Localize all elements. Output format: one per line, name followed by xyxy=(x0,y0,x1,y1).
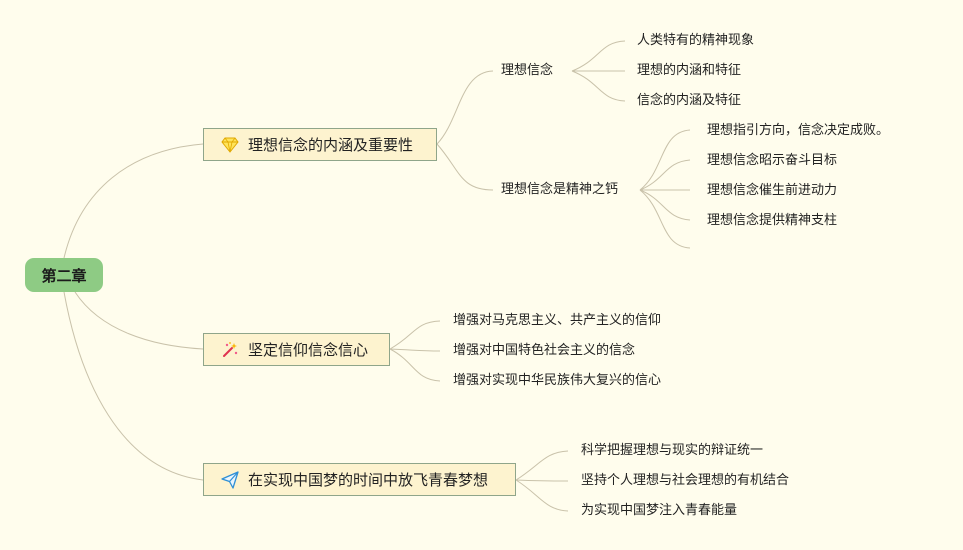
link-sub-2-leaf-4 xyxy=(639,189,691,221)
leaf-1-1-3[interactable]: 信念的内涵及特征 xyxy=(637,93,741,109)
leaf-label: 信念的内涵及特征 xyxy=(637,93,742,108)
leaf-label: 理想信念昭示奋斗目标 xyxy=(707,153,838,168)
branch-node-2[interactable]: 坚定信仰信念信心 xyxy=(203,333,390,366)
leaf-1-1-2[interactable]: 理想的内涵和特征 xyxy=(637,63,741,79)
sub-label-2: 理想信念是精神之钙 xyxy=(501,182,619,197)
branch-node-3[interactable]: 在实现中国梦的时间中放飞青春梦想 xyxy=(203,463,516,496)
link-sub-1-leaf-3 xyxy=(571,70,626,102)
leaf-3-3[interactable]: 为实现中国梦注入青春能量 xyxy=(581,503,737,519)
branch-node-1[interactable]: 理想信念的内涵及重要性 xyxy=(203,128,437,161)
link-branch-3-leaf-1 xyxy=(515,450,569,481)
link-branch-3-leaf-2 xyxy=(515,479,569,482)
leaf-label: 科学把握理想与现实的辩证统一 xyxy=(581,443,764,458)
leaf-1-1-1[interactable]: 人类特有的精神现象 xyxy=(637,33,754,49)
sparkle-wand-icon xyxy=(220,340,240,360)
link-branch-1-sub-1 xyxy=(436,70,494,145)
leaf-label: 为实现中国梦注入青春能量 xyxy=(581,503,738,518)
sub-node-1[interactable]: 理想信念 xyxy=(501,63,553,79)
leaf-3-2[interactable]: 坚持个人理想与社会理想的有机结合 xyxy=(581,473,789,489)
leaf-1-2-2[interactable]: 理想信念昭示奋斗目标 xyxy=(707,153,837,169)
link-branch-2-leaf-2 xyxy=(389,348,441,352)
link-branch-1-sub-2 xyxy=(436,143,494,191)
leaf-label: 理想指引方向，信念决定成败。 xyxy=(707,123,890,138)
root-node[interactable]: 第二章 xyxy=(25,258,103,292)
sub-node-2[interactable]: 理想信念是精神之钙 xyxy=(501,182,618,198)
sub-label-1: 理想信念 xyxy=(501,63,554,78)
leaf-label: 人类特有的精神现象 xyxy=(637,33,755,48)
link-sub-2-leaf-2 xyxy=(639,159,691,191)
link-sub-2-leaf-1 xyxy=(639,129,691,191)
leaf-label: 理想的内涵和特征 xyxy=(637,63,742,78)
branch-label-2: 坚定信仰信念信心 xyxy=(248,341,369,359)
leaf-2-2[interactable]: 增强对中国特色社会主义的信念 xyxy=(453,343,635,359)
leaf-1-2-4[interactable]: 理想信念提供精神支柱 xyxy=(707,213,837,229)
link-branch-2-leaf-1 xyxy=(389,320,441,350)
leaf-label: 增强对实现中华民族伟大复兴的信心 xyxy=(453,373,662,388)
leaf-label: 理想信念提供精神支柱 xyxy=(707,213,838,228)
branch-label-3: 在实现中国梦的时间中放飞青春梦想 xyxy=(248,471,489,489)
root-label: 第二章 xyxy=(41,266,87,285)
link-sub-1-leaf-1 xyxy=(571,40,626,72)
branch-label-1: 理想信念的内涵及重要性 xyxy=(248,136,414,154)
paper-plane-icon xyxy=(220,470,240,490)
link-branch-3-leaf-3 xyxy=(515,479,569,512)
link-sub-2-leaf-5 xyxy=(639,189,691,249)
link-root-branch-1 xyxy=(63,143,204,259)
link-root-branch-3 xyxy=(63,291,204,481)
leaf-2-1[interactable]: 增强对马克思主义、共产主义的信仰 xyxy=(453,313,661,329)
link-branch-2-leaf-3 xyxy=(389,348,441,382)
leaf-2-3[interactable]: 增强对实现中华民族伟大复兴的信心 xyxy=(453,373,661,389)
leaf-3-1[interactable]: 科学把握理想与现实的辩证统一 xyxy=(581,443,763,459)
leaf-label: 增强对中国特色社会主义的信念 xyxy=(453,343,636,358)
link-root-branch-2 xyxy=(74,291,204,350)
gem-icon xyxy=(220,135,240,155)
leaf-label: 坚持个人理想与社会理想的有机结合 xyxy=(581,473,790,488)
leaf-1-2-3[interactable]: 理想信念催生前进动力 xyxy=(707,183,837,199)
leaf-label: 理想信念催生前进动力 xyxy=(707,183,838,198)
leaf-1-2-1[interactable]: 理想指引方向，信念决定成败。 xyxy=(707,123,889,139)
leaf-label: 增强对马克思主义、共产主义的信仰 xyxy=(453,313,662,328)
